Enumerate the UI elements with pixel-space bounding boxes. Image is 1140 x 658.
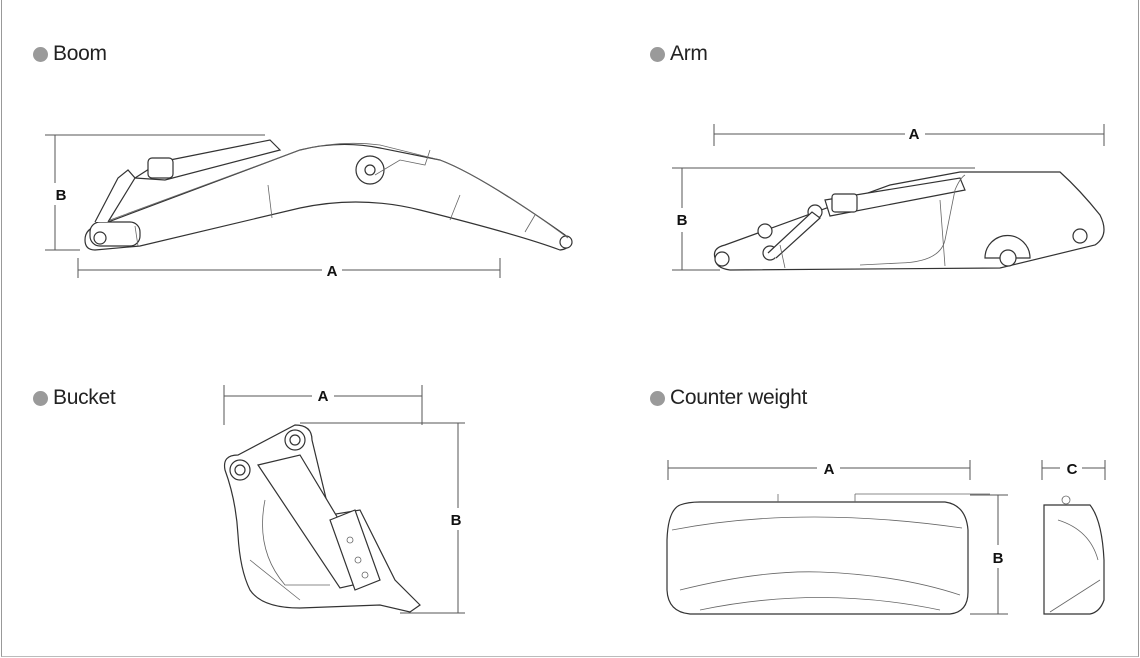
bullet-icon bbox=[650, 46, 665, 62]
counterweight-dim-a: A bbox=[824, 461, 835, 478]
bucket-title: Bucket bbox=[53, 386, 116, 409]
bullet-icon bbox=[650, 390, 665, 406]
counterweight-drawing bbox=[666, 460, 1106, 615]
arm-dim-b: B bbox=[677, 212, 688, 229]
counterweight-dim-b: B bbox=[993, 550, 1004, 567]
boom-drawing bbox=[45, 134, 573, 278]
boom-heading: Boom bbox=[33, 42, 107, 66]
boom-dim-b: B bbox=[56, 187, 67, 204]
bucket-heading: Bucket bbox=[33, 386, 116, 410]
bucket-drawing bbox=[223, 385, 465, 614]
counterweight-heading: Counter weight bbox=[650, 386, 807, 410]
counterweight-title: Counter weight bbox=[670, 386, 808, 409]
bullet-icon bbox=[33, 46, 48, 62]
bucket-dim-a: A bbox=[318, 388, 329, 405]
boom-dim-a: A bbox=[327, 263, 338, 280]
arm-title: Arm bbox=[670, 42, 708, 65]
arm-dim-a: A bbox=[909, 126, 920, 143]
boom-title: Boom bbox=[53, 42, 107, 65]
counterweight-dim-c: C bbox=[1067, 461, 1078, 478]
bucket-dim-b: B bbox=[451, 512, 462, 529]
arm-heading: Arm bbox=[650, 42, 708, 66]
bullet-icon bbox=[33, 390, 48, 406]
arm-drawing bbox=[672, 124, 1105, 271]
